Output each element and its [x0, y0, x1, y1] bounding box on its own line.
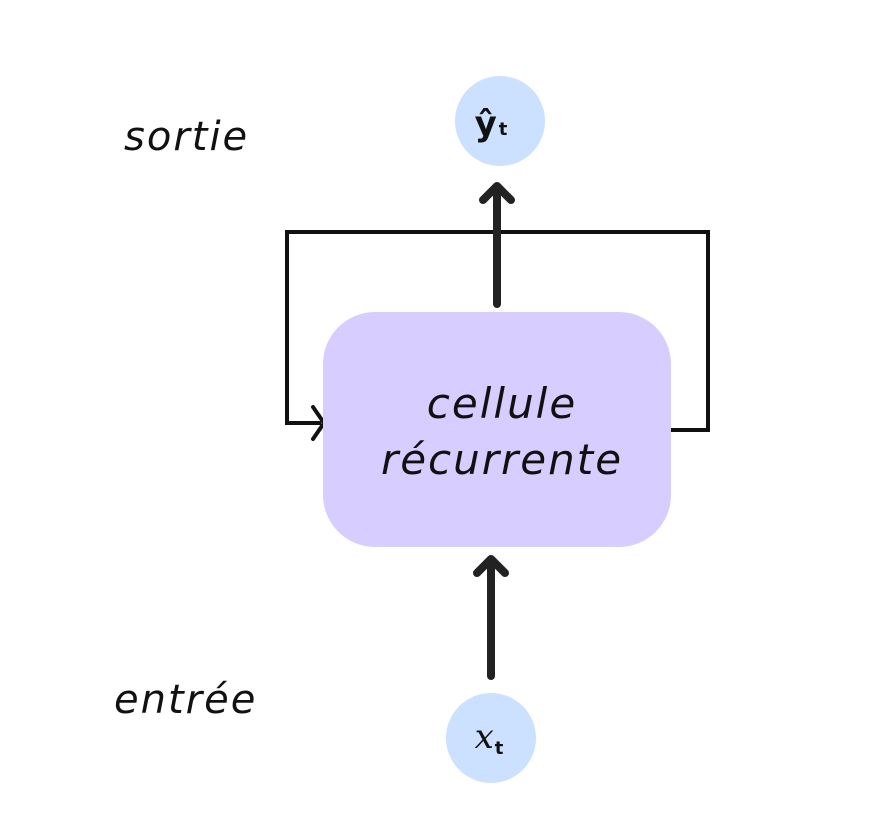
- input-label: entrée: [114, 677, 257, 723]
- recurrent-cell: [323, 312, 671, 547]
- input-arrowhead-icon: [473, 555, 509, 577]
- cell-label-line1: cellule: [427, 379, 577, 428]
- output-label: sortie: [124, 114, 249, 160]
- input-node-symbol: xt: [475, 717, 504, 759]
- output-node: [455, 76, 545, 166]
- input-node: [446, 693, 536, 783]
- output-arrowhead-icon: [479, 182, 515, 204]
- cell-label-line2: récurrente: [381, 435, 623, 484]
